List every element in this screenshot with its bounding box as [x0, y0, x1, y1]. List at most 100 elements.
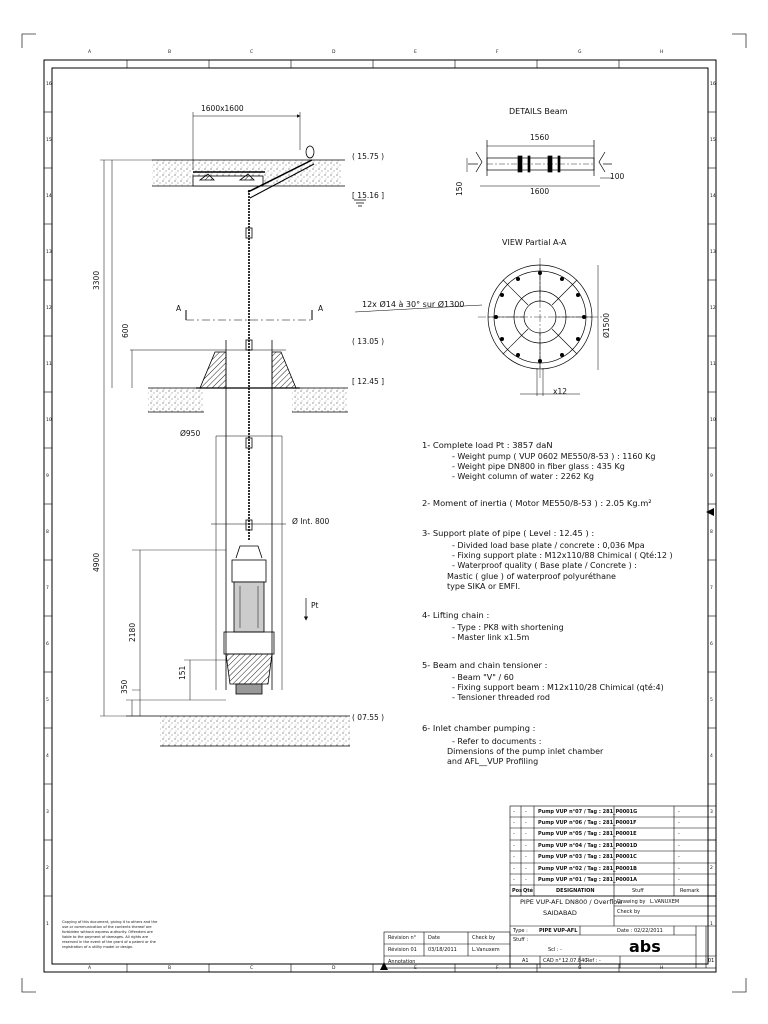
- frame-number: 12: [710, 306, 716, 311]
- parts-remark: -: [678, 820, 680, 826]
- frame-number: 14: [46, 194, 52, 199]
- note-extra: and AFL__VUP Profiling: [447, 757, 539, 766]
- parts-qty: -: [525, 820, 527, 826]
- type-label: Type :: [513, 928, 528, 934]
- level-label: ( 07.55 ): [352, 713, 385, 722]
- details-beam-dim-height: 150: [455, 181, 464, 196]
- note-heading: 2- Moment of inertia ( Motor ME550/8-53 …: [422, 498, 652, 508]
- revision-cell: Révision 01: [388, 947, 417, 953]
- drawing-by-label: Drawing by: [617, 899, 646, 905]
- frame-number: 15: [46, 138, 52, 143]
- dim-350: 350: [120, 679, 129, 694]
- frame-number: 12: [46, 306, 52, 311]
- cad-value: 12.07.840: [562, 958, 588, 964]
- parts-list-grid: [509, 805, 717, 897]
- note-heading: 5- Beam and chain tensioner :: [422, 660, 548, 670]
- frame-number: 6: [46, 642, 49, 647]
- parts-header-qty: Qté: [523, 888, 534, 894]
- drawing-by: L.VANUXEM: [650, 899, 680, 905]
- details-beam-dim-right: 100: [610, 172, 625, 181]
- format-value: A1: [522, 958, 529, 964]
- frame-letter: A: [88, 966, 92, 971]
- note-extra: type SIKA or EMFI.: [447, 582, 521, 591]
- parts-stuff: -: [618, 843, 620, 849]
- view-partial-title: VIEW Partial A-A: [502, 238, 567, 247]
- parts-designation: Pump VUP n°02 / Tag : 281_P0001B: [538, 866, 637, 872]
- frame-number: 5: [46, 698, 49, 703]
- dim-3300: 3300: [92, 270, 101, 290]
- outer-frame: [43, 59, 717, 973]
- parts-header-remark: Remark: [680, 888, 700, 894]
- dim-2180: 2180: [128, 622, 137, 642]
- note-item: - Tensioner threaded rod: [452, 693, 550, 702]
- frame-letter: G: [578, 966, 582, 971]
- title-block-grid: [383, 895, 717, 969]
- parts-pos: -: [513, 843, 515, 849]
- parts-remark: -: [678, 866, 680, 872]
- frame-number: 4: [46, 754, 49, 759]
- frame-letter: H: [660, 966, 664, 971]
- dim-phi-int-800: Ø Int. 800: [292, 517, 330, 526]
- level-label: [ 15.16 ]: [352, 191, 385, 200]
- frame-number: 10: [46, 418, 52, 423]
- parts-stuff: -: [618, 820, 620, 826]
- revision-cell: L.Vanuxem: [472, 947, 500, 953]
- parts-remark: -: [678, 809, 680, 815]
- drawing-title: PIPE VUP-AFL DN800 / Overflow: [520, 898, 623, 906]
- parts-pos: -: [513, 809, 515, 815]
- level-label: [ 12.45 ]: [352, 377, 385, 386]
- frame-letter: E: [414, 50, 417, 55]
- revision-header: Check by: [472, 935, 496, 941]
- note-heading: 3- Support plate of pipe ( Level : 12.45…: [422, 528, 595, 538]
- parts-designation: Pump VUP n°01 / Tag : 281_P0001A: [538, 877, 638, 883]
- parts-header-pos: Pos: [512, 888, 523, 894]
- dim-top-width: 1600x1600: [201, 104, 244, 113]
- view-partial-holes: 12x Ø14 à 30° sur Ø1300: [362, 300, 465, 309]
- parts-designation: Pump VUP n°07 / Tag : 281_P0001G: [538, 809, 638, 815]
- frame-number: 15: [710, 138, 716, 143]
- frame-letter: F: [496, 966, 499, 971]
- main-elevation: [100, 112, 366, 747]
- parts-remark: -: [678, 843, 680, 849]
- note-item: - Weight column of water : 2262 Kg: [452, 472, 594, 481]
- corner-marks: [21, 33, 747, 993]
- load-label-pt: Pt: [311, 601, 319, 610]
- cad-label: CAD n° :: [543, 958, 565, 964]
- note-item: - Divided load base plate / concrete : 0…: [452, 541, 645, 550]
- svg-text:abs: abs: [629, 937, 661, 956]
- parts-pos: -: [513, 854, 515, 860]
- date-label: Date :: [617, 928, 633, 934]
- parts-pos: -: [513, 820, 515, 826]
- level-label: ( 15.75 ): [352, 152, 385, 161]
- parts-designation: Pump VUP n°03 / Tag : 281_P0001C: [538, 854, 637, 860]
- view-partial-diameter: Ø1500: [602, 313, 611, 338]
- level-label: ( 13.05 ): [352, 337, 385, 346]
- note-item: - Refer to documents :: [452, 737, 542, 746]
- abs-logo: abs: [626, 937, 670, 956]
- parts-qty: -: [525, 877, 527, 883]
- section-mark: A: [176, 304, 182, 313]
- frame-number: 8: [710, 530, 713, 535]
- frame-number: 13: [46, 250, 52, 255]
- parts-stuff: -: [618, 854, 620, 860]
- revision-header: Révision n°: [388, 935, 417, 941]
- note-heading: 4- Lifting chain :: [422, 610, 490, 620]
- scale-label: Scl : -: [548, 947, 562, 953]
- details-beam-dim-bottom: 1600: [530, 187, 550, 196]
- frame-number: 2: [710, 866, 713, 871]
- frame-number: 16: [46, 82, 52, 87]
- frame-number: 1: [710, 922, 713, 927]
- parts-qty: -: [525, 809, 527, 815]
- frame-number: 6: [710, 642, 713, 647]
- note-item: - Beam "V" / 60: [452, 673, 514, 682]
- note-heading: 6- Inlet chamber pumping :: [422, 723, 536, 733]
- view-partial-count: x12: [553, 387, 567, 396]
- frame-number: 7: [710, 586, 713, 591]
- parts-qty: -: [525, 843, 527, 849]
- note-item: - Weight pump ( VUP 0602 ME550/8-53 ) : …: [452, 452, 656, 461]
- parts-designation: Pump VUP n°05 / Tag : 281_P0001E: [538, 831, 637, 837]
- frame-letter: F: [496, 50, 499, 55]
- parts-remark: -: [678, 831, 680, 837]
- check-by-label: Check by: [617, 909, 641, 915]
- details-beam-dim-top: 1560: [530, 133, 550, 142]
